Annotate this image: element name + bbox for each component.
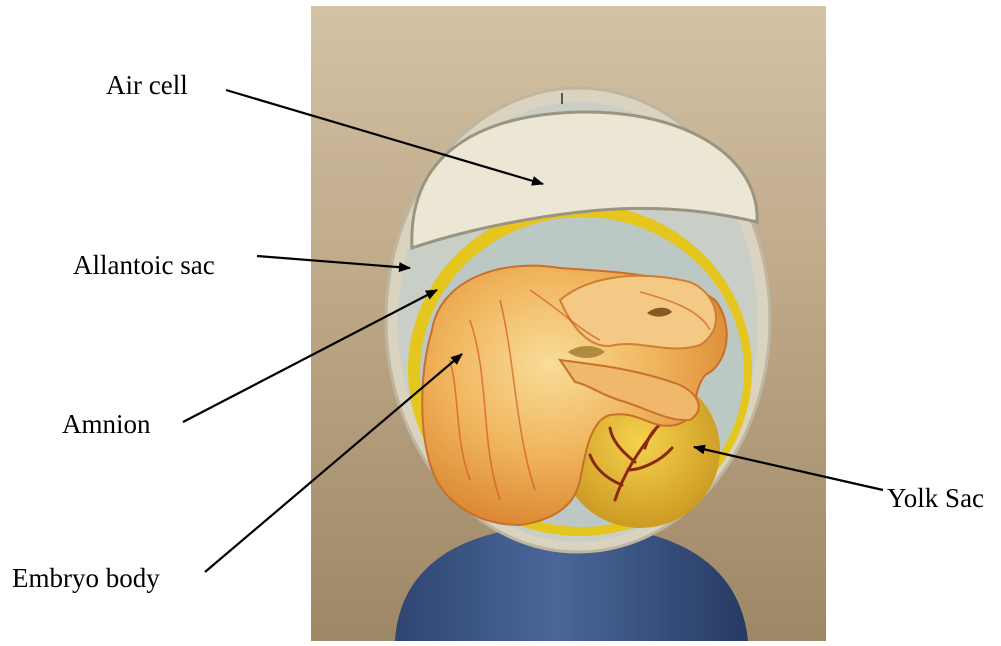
yolk-sac-label: Yolk Sac: [887, 485, 984, 512]
embryo-body-label: Embryo body: [12, 565, 160, 592]
air-cell-label: Air cell: [106, 72, 188, 99]
amnion-label: Amnion: [62, 411, 151, 438]
allantoic-sac-label: Allantoic sac: [73, 252, 215, 279]
